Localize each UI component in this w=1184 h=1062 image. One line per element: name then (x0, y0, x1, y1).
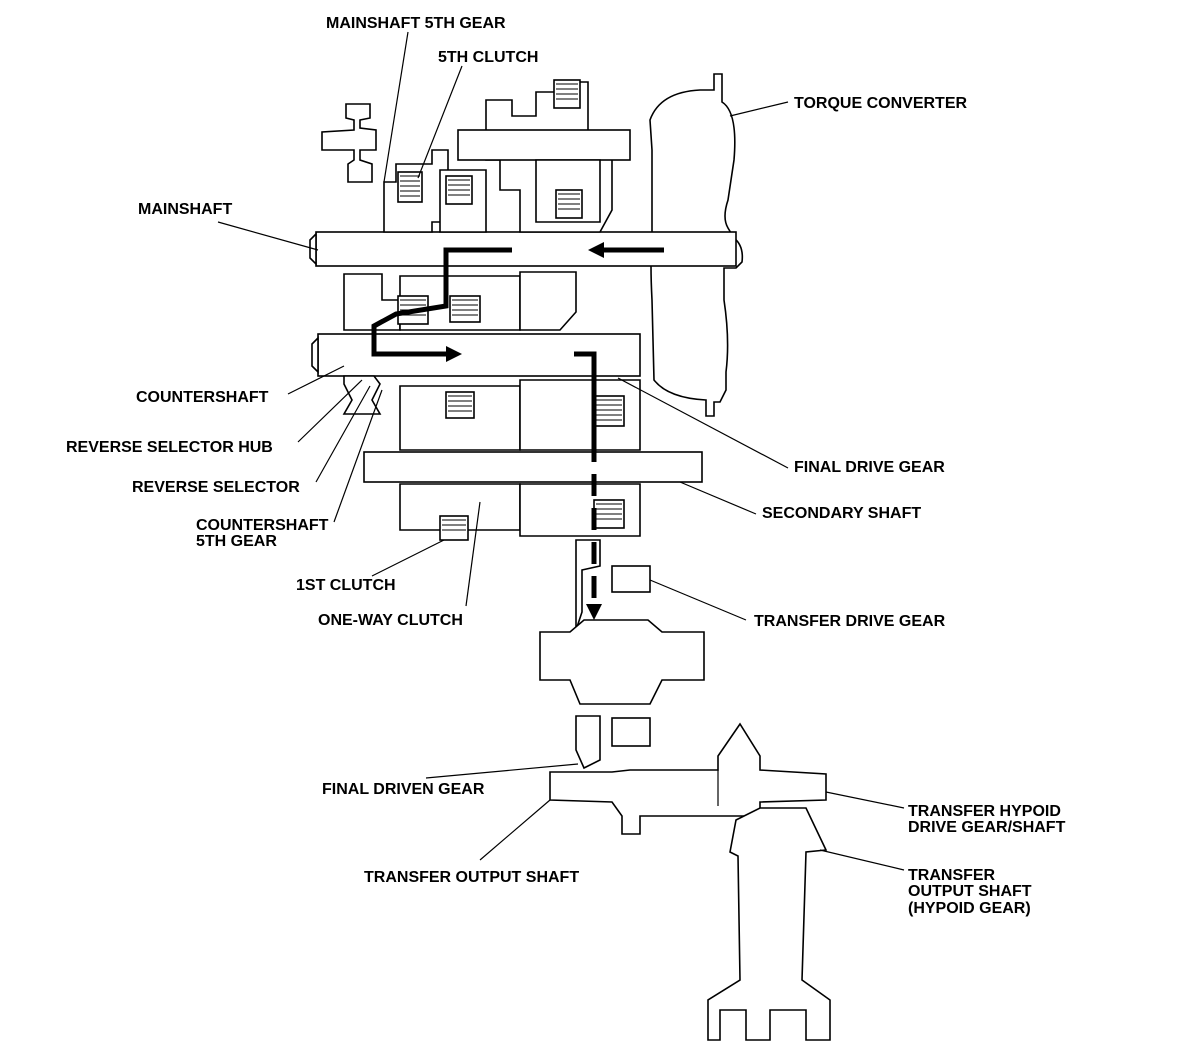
label-one-way-clutch: ONE-WAY CLUTCH (318, 612, 463, 629)
label-countershaft-5th-gear-2: 5TH GEAR (196, 533, 277, 550)
label-reverse-selector: REVERSE SELECTOR (132, 479, 300, 496)
label-transfer-output-shaft: TRANSFER OUTPUT SHAFT (364, 869, 579, 886)
label-5th-clutch: 5TH CLUTCH (438, 49, 538, 66)
secondary-shaft-clutch-plates (439, 391, 625, 541)
callout-labels: MAINSHAFT 5TH GEAR 5TH CLUTCH TORQUE CON… (66, 15, 1066, 917)
label-transfer-output-hypoid-1: TRANSFER (908, 867, 996, 884)
transfer-assembly (539, 539, 831, 1041)
label-mainshaft-5th-gear: MAINSHAFT 5TH GEAR (326, 15, 506, 32)
mainshaft-assembly (309, 81, 737, 267)
label-secondary-shaft: SECONDARY SHAFT (762, 505, 921, 522)
label-transfer-hypoid-1: TRANSFER HYPOID (908, 803, 1061, 820)
label-torque-converter: TORQUE CONVERTER (794, 95, 968, 112)
label-transfer-drive-gear: TRANSFER DRIVE GEAR (754, 613, 946, 630)
label-countershaft-5th-gear-1: COUNTERSHAFT (196, 517, 329, 534)
fifth-clutch-plates (397, 79, 583, 219)
secondary-shaft-assembly (363, 379, 703, 537)
label-1st-clutch: 1ST CLUTCH (296, 577, 396, 594)
label-transfer-output-hypoid-2: OUTPUT SHAFT (908, 883, 1032, 900)
label-countershaft: COUNTERSHAFT (136, 389, 269, 406)
label-transfer-hypoid-2: DRIVE GEAR/SHAFT (908, 819, 1066, 836)
label-final-drive-gear: FINAL DRIVE GEAR (794, 459, 945, 476)
label-transfer-output-hypoid-3: (HYPOID GEAR) (908, 900, 1031, 917)
leader-lines (217, 31, 905, 871)
label-reverse-selector-hub: REVERSE SELECTOR HUB (66, 439, 273, 456)
power-flow-path (371, 242, 664, 620)
label-final-driven-gear: FINAL DRIVEN GEAR (322, 781, 485, 798)
label-mainshaft: MAINSHAFT (138, 201, 232, 218)
